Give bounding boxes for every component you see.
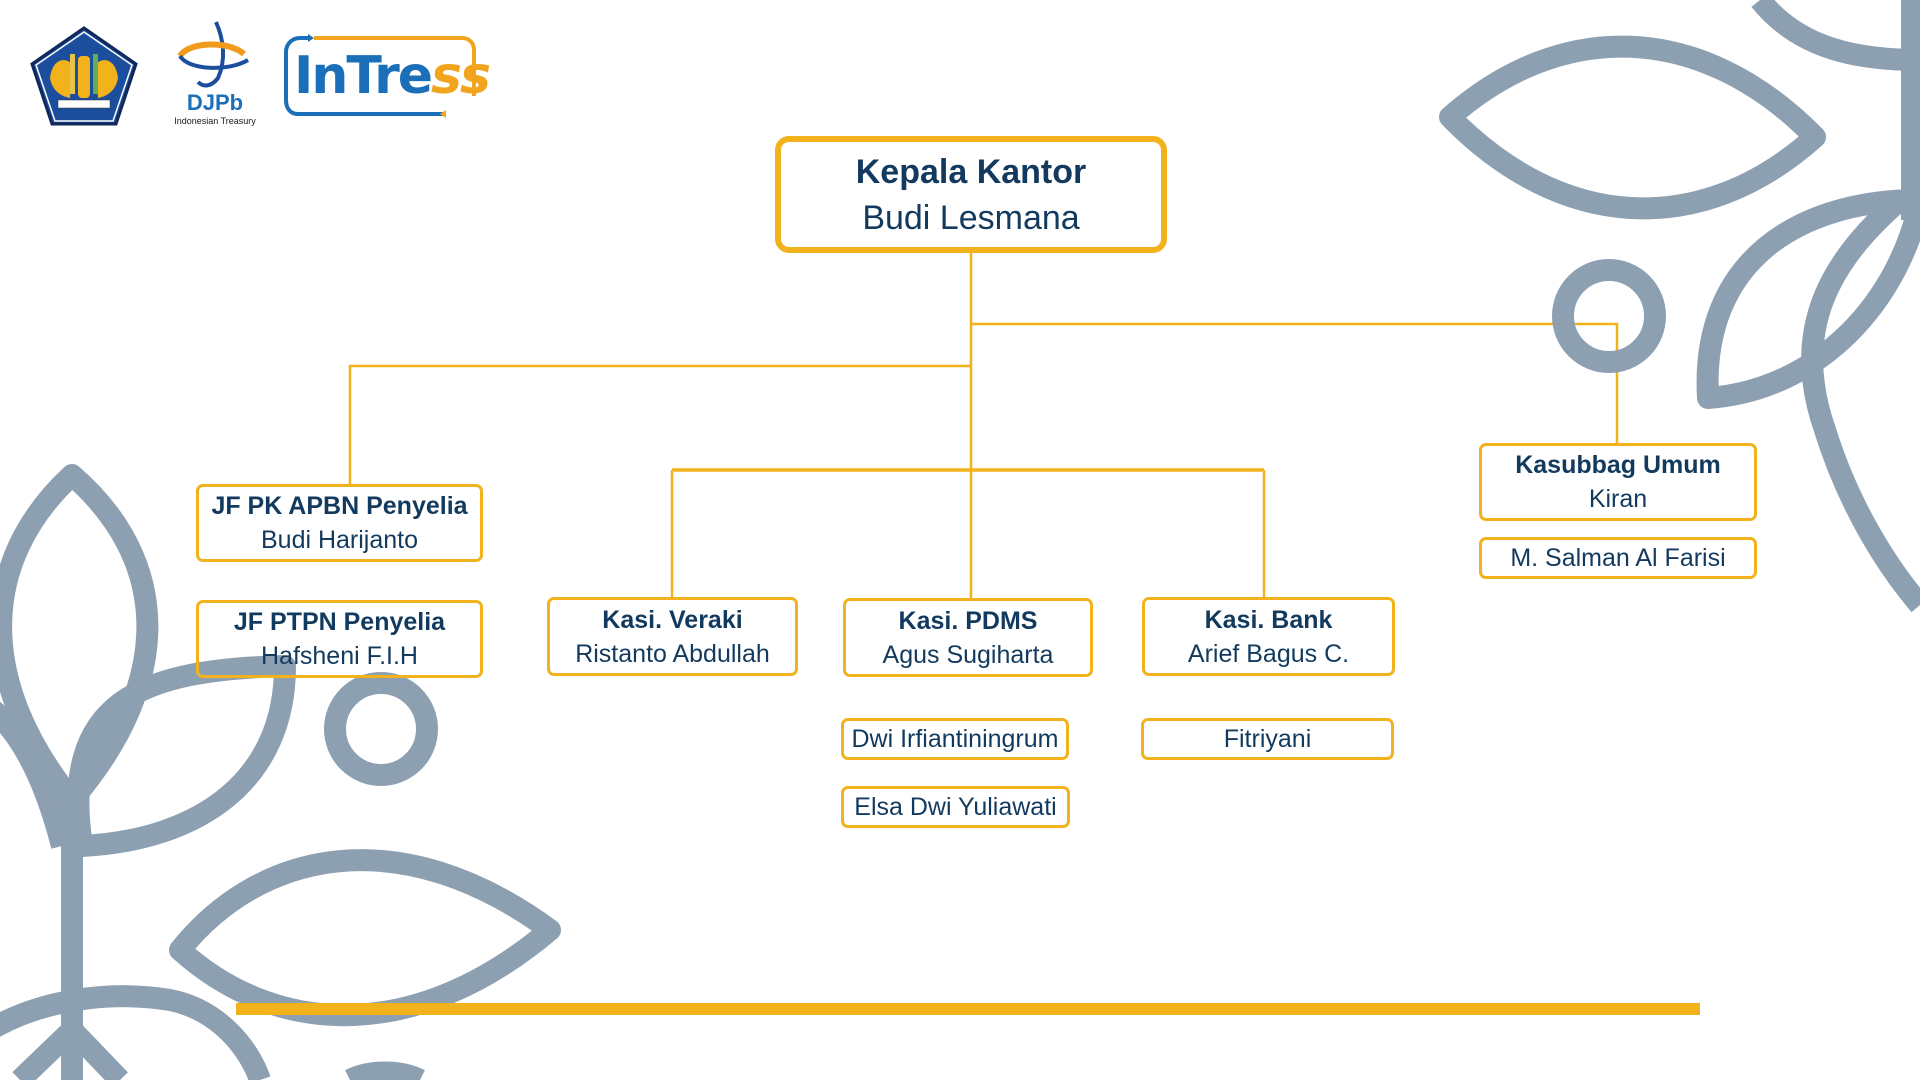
circle-decoration-left [324, 672, 438, 786]
org-node-staff-bank-1[interactable]: Fitriyani [1141, 718, 1394, 760]
org-node-kasi-pdms[interactable]: Kasi. PDMS Agus Sugiharta [843, 598, 1093, 677]
intress-wordmark: InTress [294, 46, 491, 106]
org-node-kasi-bank[interactable]: Kasi. Bank Arief Bagus C. [1142, 597, 1395, 676]
org-node-jf-pk-apbn[interactable]: JF PK APBN Penyelia Budi Harijanto [196, 484, 483, 562]
djpb-tagline: Indonesian Treasury [174, 116, 256, 126]
arc-decoration-bottom-left [0, 985, 271, 1080]
node-title: Kasubbag Umum [1515, 451, 1721, 479]
leaf-decoration-bottom-left-horizontal [169, 849, 561, 1027]
node-title: JF PK APBN Penyelia [211, 492, 468, 520]
intress-logo: InTress [284, 34, 491, 118]
org-node-kepala-kantor[interactable]: Kepala Kantor Budi Lesmana [775, 136, 1167, 253]
node-title: Kepala Kantor [855, 152, 1087, 191]
node-name: Dwi Irfiantiningrum [851, 725, 1059, 753]
djpb-swoosh-icon [177, 21, 250, 88]
leaf-decoration-top-right-arc [1801, 191, 1920, 613]
djpb-logo: DJPb Indonesian Treasury [168, 20, 262, 132]
node-name: M. Salman Al Farisi [1510, 544, 1726, 572]
arc-decoration-bottom [345, 1061, 425, 1080]
leaf-decoration-top-right-upper [1751, 0, 1920, 71]
org-node-staff-pdms-2[interactable]: Elsa Dwi Yuliawati [841, 786, 1070, 828]
intress-wordmark-part1: InTre [294, 46, 433, 106]
intress-frame-icon [284, 34, 476, 118]
node-name: Agus Sugiharta [882, 640, 1054, 669]
leaf-decoration-left-side-2 [0, 701, 73, 849]
org-node-staff-pdms-1[interactable]: Dwi Irfiantiningrum [841, 718, 1069, 760]
node-title: Kasi. PDMS [898, 606, 1038, 635]
node-title: Kasi. Veraki [602, 605, 743, 634]
node-name: Budi Lesmana [862, 198, 1080, 237]
roots-decoration-bottom-left [12, 1022, 128, 1080]
djpb-wordmark: DJPb [186, 90, 244, 115]
node-name: Elsa Dwi Yuliawati [854, 793, 1057, 821]
org-node-kasi-veraki[interactable]: Kasi. Veraki Ristanto Abdullah [547, 597, 798, 676]
intress-wordmark-part2: ss [431, 46, 491, 106]
connector-jf [348, 364, 971, 485]
org-node-kasubbag-umum[interactable]: Kasubbag Umum Kiran [1479, 443, 1757, 521]
kemenkeu-emblem-icon [30, 26, 138, 126]
node-name: Ristanto Abdullah [575, 639, 770, 668]
node-name: Hafsheni F.I.H [260, 642, 418, 670]
leaf-decoration-top-right-horizontal [1439, 35, 1826, 220]
node-name: Budi Harijanto [260, 526, 419, 554]
circle-decoration-top-right [1552, 259, 1666, 373]
node-title: Kasi. Bank [1204, 605, 1333, 634]
connector-kasubbag [971, 322, 1619, 443]
node-name: Fitriyani [1223, 725, 1312, 753]
node-name: Arief Bagus C. [1187, 639, 1350, 668]
node-title: JF PTPN Penyelia [233, 608, 446, 636]
leaf-decoration-left-side [67, 655, 296, 857]
bottom-accent-bar [236, 1003, 1700, 1015]
node-name: Kiran [1588, 485, 1648, 513]
kemenkeu-logo [30, 26, 138, 126]
org-node-staff-umum-1[interactable]: M. Salman Al Farisi [1479, 537, 1757, 579]
org-node-jf-ptpn[interactable]: JF PTPN Penyelia Hafsheni F.I.H [196, 600, 483, 678]
